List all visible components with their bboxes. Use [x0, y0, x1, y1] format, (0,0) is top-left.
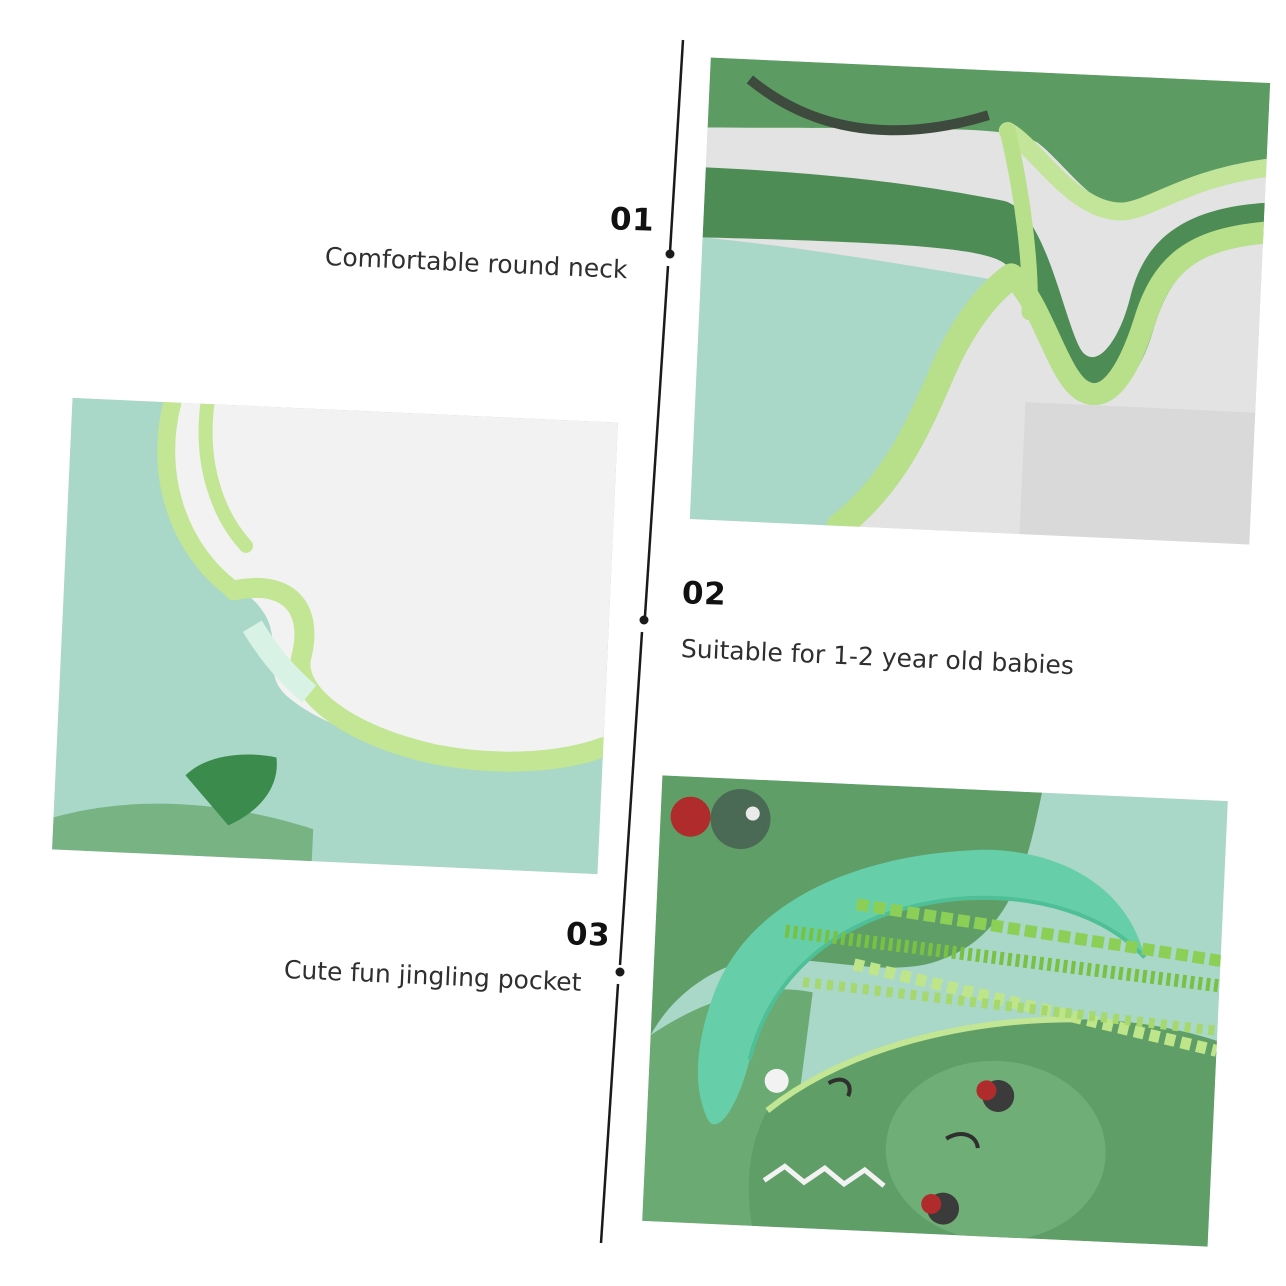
- photo-neck-opening: [52, 397, 618, 875]
- feature-number-02: 02: [681, 575, 727, 613]
- photo-jingling-pocket: [642, 775, 1228, 1247]
- round-neck-illustration: [689, 57, 1271, 545]
- neck-opening-illustration: [52, 397, 618, 875]
- pocket-illustration: [642, 775, 1228, 1247]
- feature-number-01: 01: [609, 201, 655, 239]
- photo-round-neck: [689, 57, 1271, 545]
- feature-number-03: 03: [565, 916, 611, 954]
